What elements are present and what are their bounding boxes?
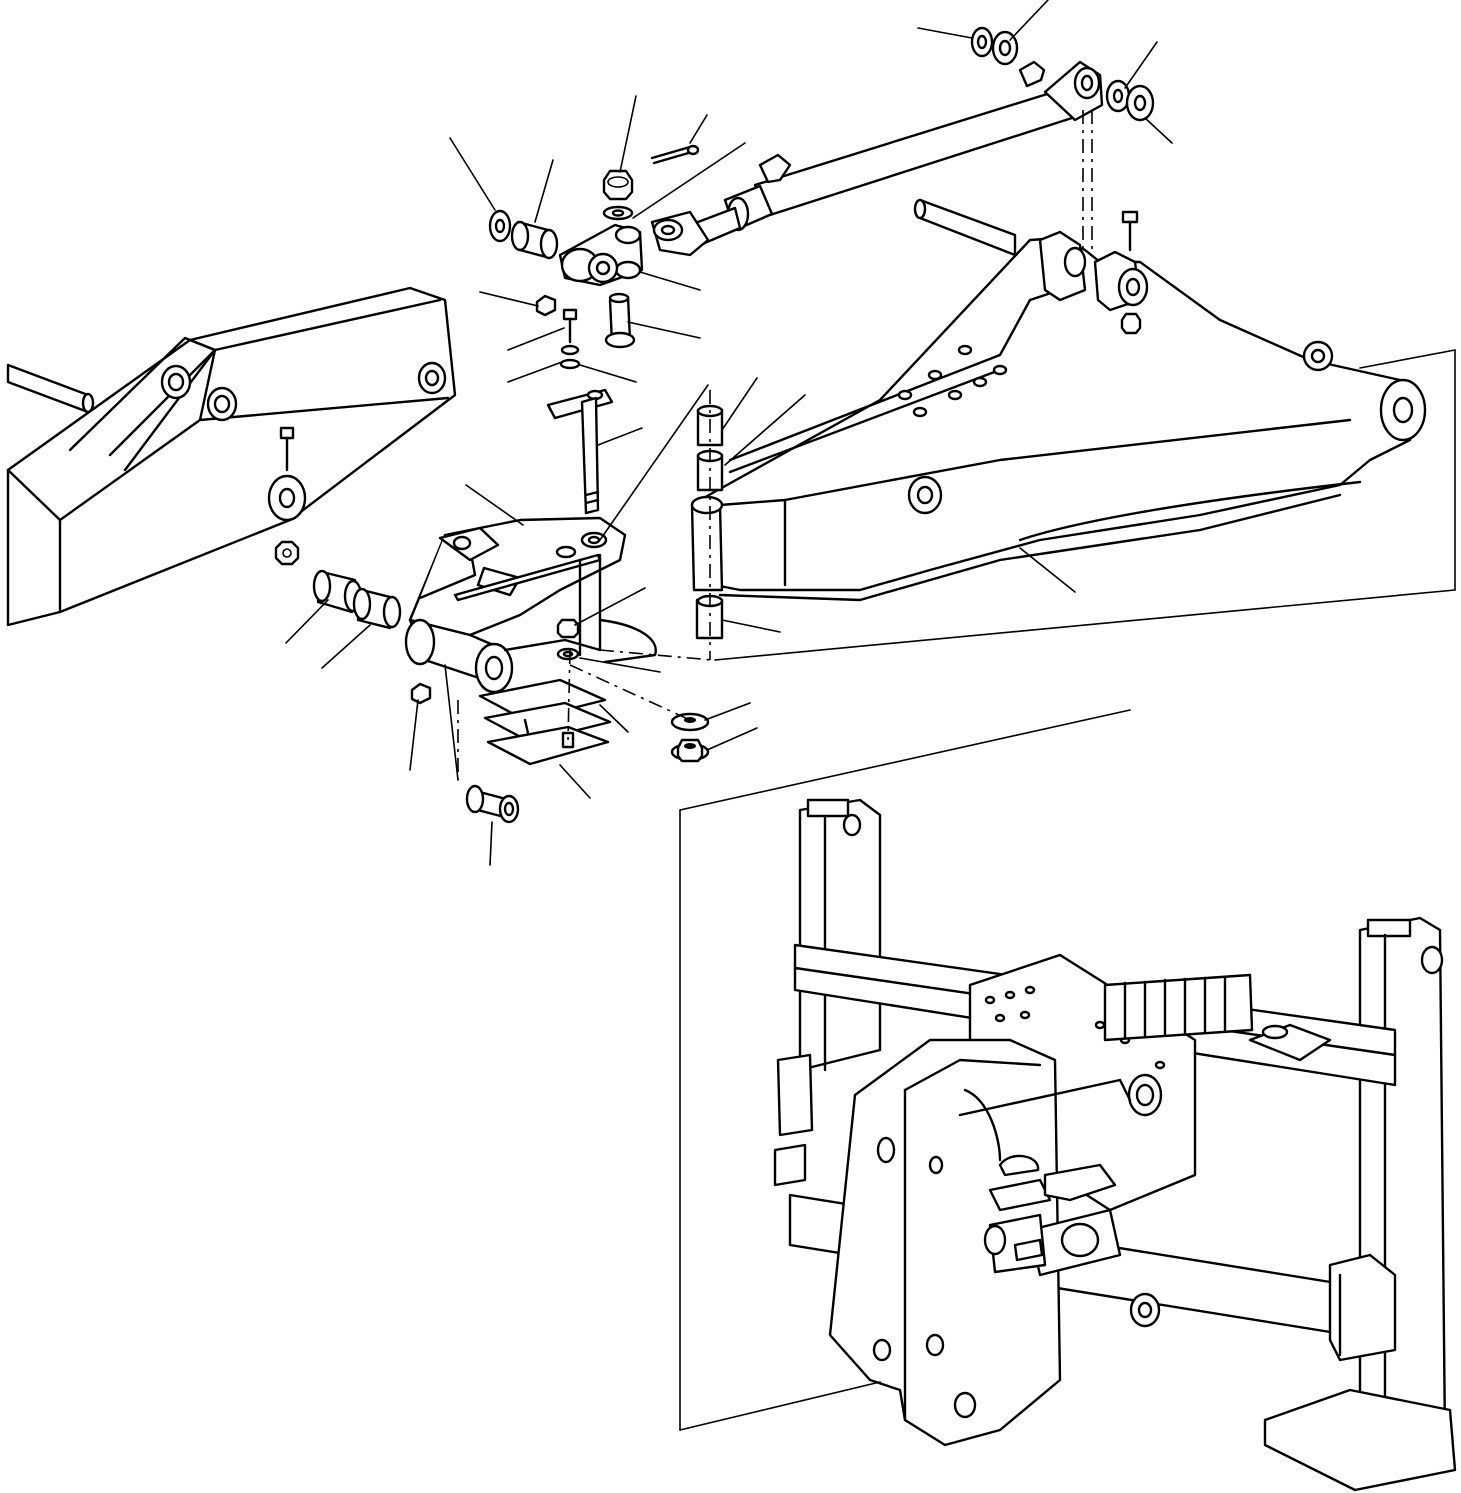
clevis-nut-stack [602,169,634,221]
flanged-nuts [670,712,710,763]
clevis-pin [604,292,636,349]
hydraulic-cylinder [650,60,1104,257]
frame-assembly [773,798,1457,1492]
bracket-nut-stack [556,618,580,661]
swing-bracket [404,516,657,694]
clevis-bushings [488,209,559,260]
cotter-pin [650,144,700,165]
loose-bushing [465,784,520,824]
grease-fitting-lower [410,682,432,705]
stub-bolt-stack [267,426,307,566]
left-stub-arm [6,286,457,627]
long-pin-with-plate [546,388,614,515]
grease-fitting-upper [535,294,557,317]
boom-arm [698,198,1427,602]
cylinder-end-washers [970,26,1155,122]
frame-outlines [679,349,1456,1431]
bracket-bushings [312,569,402,630]
shim-plates [478,678,612,766]
clevis-yoke [558,223,644,287]
kingpin-tube [690,404,724,640]
boom-bolt [1120,210,1142,335]
small-bolt-stack [559,308,581,370]
leader-lines [285,0,1173,866]
center-lines [457,110,1093,780]
